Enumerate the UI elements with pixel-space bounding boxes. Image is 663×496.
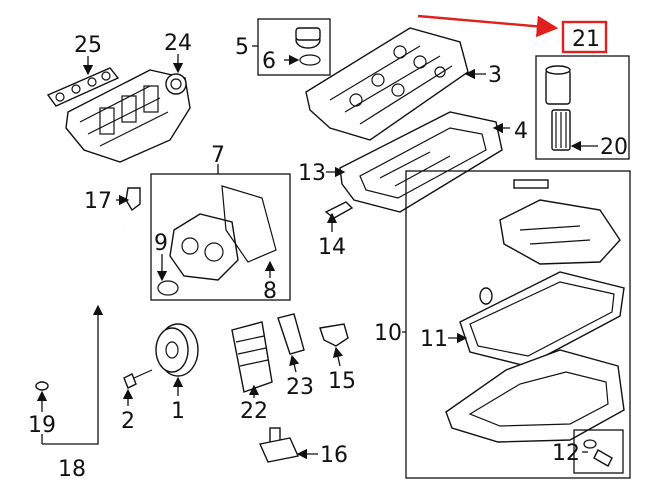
callout-24: 24 <box>164 31 192 56</box>
callout-15: 15 <box>328 369 356 394</box>
timing-cover-part <box>157 185 277 296</box>
callout-23: 23 <box>286 375 314 400</box>
plug-part <box>479 287 493 305</box>
callout-8: 8 <box>263 279 277 304</box>
oil-filler-cap-part <box>295 27 321 66</box>
callout-box-21 <box>535 55 630 160</box>
callout-11: 11 <box>420 327 448 352</box>
oil-pump-part <box>499 179 621 265</box>
intake-manifold-part <box>65 69 191 163</box>
callout-2: 2 <box>121 409 135 434</box>
drain-plug-part <box>583 439 613 467</box>
highlight-box <box>561 20 608 54</box>
callout-4: 4 <box>514 119 528 144</box>
callout-13: 13 <box>298 161 326 186</box>
oil-cooler-part <box>231 321 273 393</box>
crankshaft-pulley-part <box>155 323 199 377</box>
callout-22: 22 <box>240 399 268 424</box>
oil-pan-gasket-part <box>459 271 625 367</box>
callout-5: 5 <box>235 35 249 60</box>
leader-lines <box>36 45 598 460</box>
intake-gasket-part <box>46 67 120 107</box>
callout-box-5 <box>257 18 331 76</box>
callout-6: 6 <box>262 49 276 74</box>
bracket-14-part <box>324 201 354 219</box>
highlight-arrow <box>417 14 559 38</box>
dipstick-tube-part <box>35 231 134 391</box>
callout-box-10 <box>405 170 631 479</box>
callout-numbers: 25 24 5 6 3 4 21 20 13 14 7 9 8 17 10 11… <box>28 27 628 482</box>
oil-pan-part <box>445 349 625 443</box>
callout-20: 20 <box>600 135 628 160</box>
callout-18: 18 <box>58 457 86 482</box>
callout-box-7 <box>150 173 291 301</box>
callout-12: 12 <box>552 441 580 466</box>
callout-box-12 <box>573 429 624 474</box>
callout-9: 9 <box>154 231 168 256</box>
sensor-17-part <box>125 187 141 212</box>
callout-16: 16 <box>320 443 348 468</box>
gasket-23-part <box>277 313 305 355</box>
callout-3: 3 <box>488 63 502 88</box>
callout-1: 1 <box>171 399 185 424</box>
callout-21: 21 <box>572 27 600 52</box>
callout-25: 25 <box>74 33 102 58</box>
callout-19: 19 <box>28 413 56 438</box>
callout-17: 17 <box>84 189 112 214</box>
sensor-16-part <box>259 427 299 463</box>
bolt-2-part <box>123 369 153 389</box>
callout-10: 10 <box>374 321 402 346</box>
callout-14: 14 <box>318 235 346 260</box>
callout-7: 7 <box>211 143 225 168</box>
oil-filter-part <box>545 65 571 151</box>
valve-15-part <box>319 323 349 347</box>
valve-cover-part <box>305 27 469 141</box>
